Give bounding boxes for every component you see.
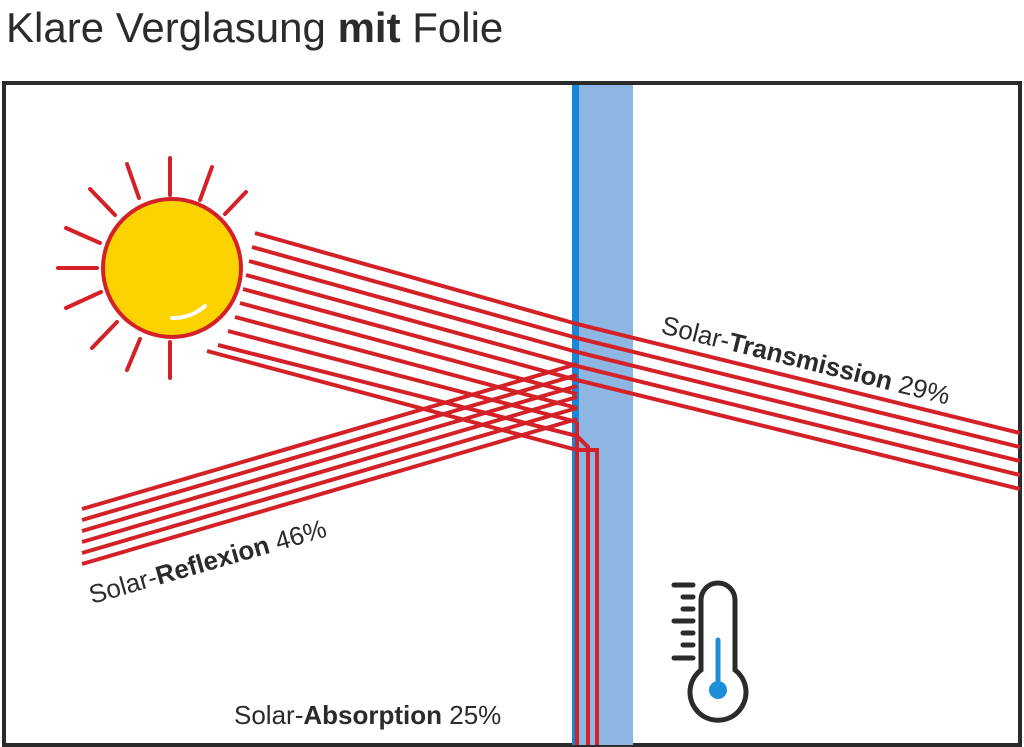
title-bold: mit: [337, 4, 401, 51]
incoming-rays: [206, 231, 578, 452]
transmission-rays: [576, 322, 1021, 491]
thermometer-icon: [671, 580, 749, 723]
absorption-rays: [575, 422, 599, 745]
sun-icon: [56, 156, 248, 380]
title-pre: Klare Verglasung: [6, 4, 338, 51]
diagram-frame: [2, 81, 1022, 747]
film-layer: [572, 85, 579, 745]
absorption-label: Solar-Absorption 25%: [234, 700, 501, 730]
reflexion-rays: [81, 362, 578, 566]
page-title: Klare Verglasung mit Folie: [6, 4, 503, 52]
title-post: Folie: [400, 4, 504, 51]
